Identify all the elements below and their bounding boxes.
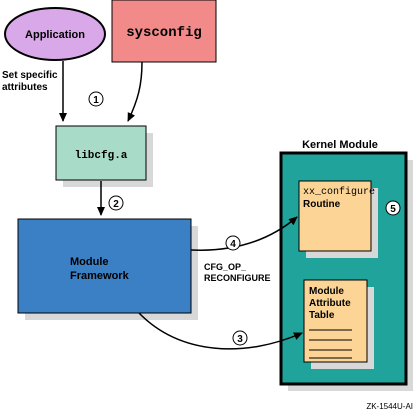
step-2-marker: 2 bbox=[108, 195, 124, 211]
arrow-framework-to-routine bbox=[190, 216, 298, 251]
step-5-label: 5 bbox=[390, 204, 396, 215]
table-rule-lines bbox=[309, 329, 352, 359]
step-1-marker: 1 bbox=[88, 91, 104, 107]
step-1-label: 1 bbox=[93, 95, 99, 106]
routine-line2: Routine bbox=[303, 199, 341, 210]
framework-box bbox=[17, 218, 192, 314]
table-box bbox=[303, 279, 368, 363]
routine-box bbox=[298, 180, 372, 252]
libcfg-node: libcfg.a bbox=[55, 125, 153, 187]
attribute-table-node: Module Attribute Table bbox=[303, 279, 374, 369]
arrow-sysconfig-to-libcfg bbox=[127, 61, 143, 122]
application-ellipse bbox=[4, 7, 106, 61]
set-specific-line2: attributes bbox=[2, 82, 48, 93]
cfg-op-line2: RECONFIGURE bbox=[204, 273, 271, 283]
framework-line2: Framework bbox=[70, 270, 130, 282]
sysconfig-box bbox=[111, 0, 217, 63]
step-4-marker: 4 bbox=[225, 235, 241, 251]
set-specific-line1: Set specific bbox=[2, 70, 58, 81]
sysconfig-node: sysconfig bbox=[111, 0, 217, 63]
cfg-op-line1: CFG_OP_ bbox=[204, 262, 247, 272]
step-2-label: 2 bbox=[113, 199, 119, 210]
figure-id: ZK-1544U-AI bbox=[366, 402, 413, 411]
xx-configure-node: xx_configure Routine bbox=[298, 180, 378, 258]
framework-line1: Module bbox=[70, 256, 109, 268]
step-3-marker: 3 bbox=[232, 330, 248, 346]
module-framework-node: Module Framework bbox=[17, 218, 198, 320]
arrow-framework-to-table bbox=[138, 312, 303, 350]
step-5-marker: 5 bbox=[385, 200, 401, 216]
application-node: Application bbox=[4, 7, 106, 61]
table-line3: Table bbox=[309, 310, 335, 321]
libcfg-box bbox=[55, 125, 147, 181]
application-label: Application bbox=[25, 29, 85, 41]
table-line2: Attribute bbox=[309, 298, 351, 309]
step-3-label: 3 bbox=[237, 334, 243, 345]
step-4-label: 4 bbox=[230, 239, 236, 250]
sysconfig-label: sysconfig bbox=[126, 25, 202, 41]
table-line1: Module bbox=[309, 286, 344, 297]
libcfg-label: libcfg.a bbox=[75, 150, 128, 162]
routine-line1: xx_configure bbox=[303, 186, 375, 198]
kernel-module-title: Kernel Module bbox=[302, 139, 378, 151]
